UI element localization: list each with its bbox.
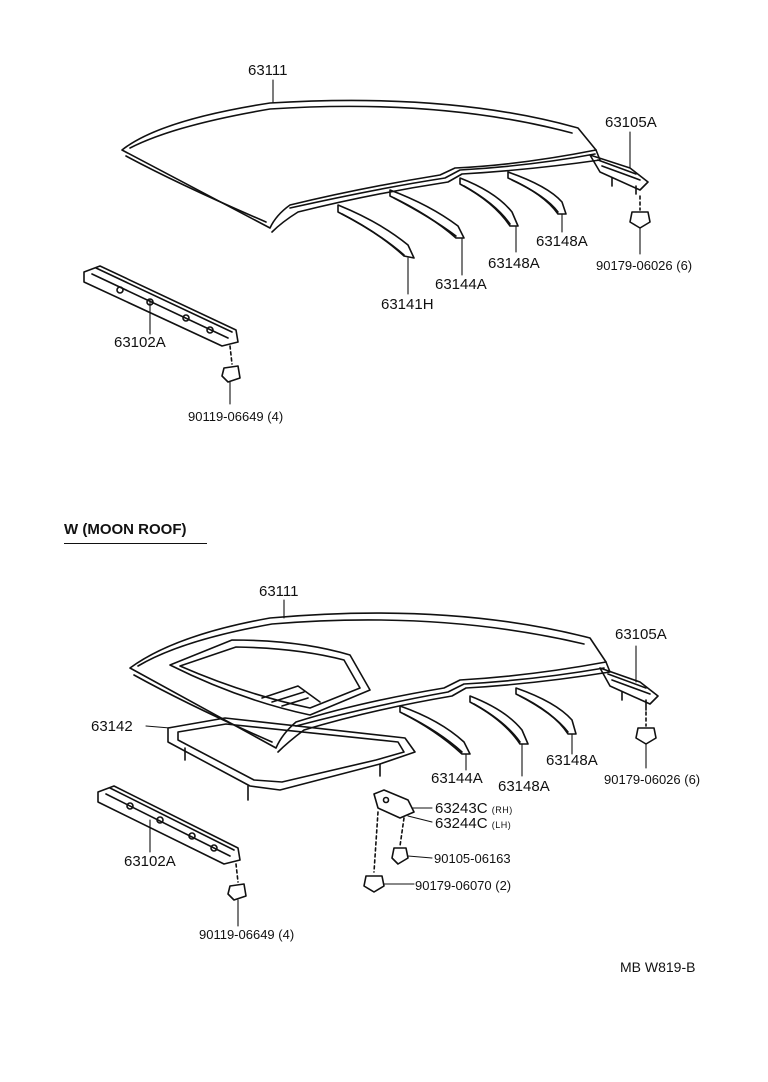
moon-roof-opening: [170, 640, 370, 715]
label-upper-bow-b: 63148A: [488, 255, 540, 272]
label-lower-bracket-nut: 90179-06070 (2): [415, 878, 512, 893]
upper-roof-panel: [122, 100, 600, 232]
label-upper-bow-d: 63141H: [381, 296, 434, 313]
label-lower-bow-a: 63148A: [546, 752, 598, 769]
label-lower-bracket-lh-part: 63244C: [435, 815, 488, 832]
upper-roof-bows: [338, 172, 566, 258]
label-upper-bow-a: 63148A: [536, 233, 588, 250]
label-lower-bracket-bolt: 90105-06163: [434, 851, 511, 866]
label-upper-rear-clip: 90179-06026 (6): [596, 258, 693, 273]
label-lower-moonroof-frame: 63142: [91, 718, 133, 735]
label-lower-roof-panel: 63111: [259, 583, 299, 600]
label-upper-front-rail: 63102A: [114, 334, 166, 351]
label-lower-bracket-lh-tag: (LH): [491, 820, 512, 830]
label-upper-rear-rail: 63105A: [605, 114, 657, 131]
label-lower-bracket-lh: 63244C (LH): [435, 815, 511, 834]
label-lower-rear-rail: 63105A: [615, 626, 667, 643]
lower-roof-panel: [130, 613, 610, 752]
label-lower-rear-clip: 90179-06026 (6): [604, 772, 701, 787]
label-upper-front-bolt: 90119-06649 (4): [188, 409, 284, 424]
upper-rear-rail: [590, 155, 650, 228]
lower-rear-rail: [600, 668, 658, 744]
lower-roof-bows: [400, 688, 576, 754]
label-lower-bow-c: 63144A: [431, 770, 483, 787]
label-upper-roof-panel: 63111: [248, 62, 288, 79]
drawing-code: MB W819-B: [620, 959, 696, 975]
upper-leaders: [150, 80, 640, 404]
label-lower-front-rail: 63102A: [124, 853, 176, 870]
upper-front-rail: [84, 266, 240, 382]
label-lower-bracket-rh: 63243C (RH): [435, 800, 513, 819]
lower-front-rail: [98, 786, 246, 900]
lower-leaders: [146, 600, 646, 926]
label-lower-front-bolt: 90119-06649 (4): [199, 927, 295, 942]
label-lower-bracket-rh-part: 63243C: [435, 800, 488, 817]
lower-bracket-assembly: [364, 790, 414, 892]
label-lower-bracket-rh-tag: (RH): [491, 805, 513, 815]
lower-moonroof-frame: [168, 718, 415, 800]
label-upper-bow-c: 63144A: [435, 276, 487, 293]
section-title-moon-roof: W (MOON ROOF): [64, 521, 187, 538]
section-title-underline: [64, 543, 207, 544]
label-lower-bow-b: 63148A: [498, 778, 550, 795]
